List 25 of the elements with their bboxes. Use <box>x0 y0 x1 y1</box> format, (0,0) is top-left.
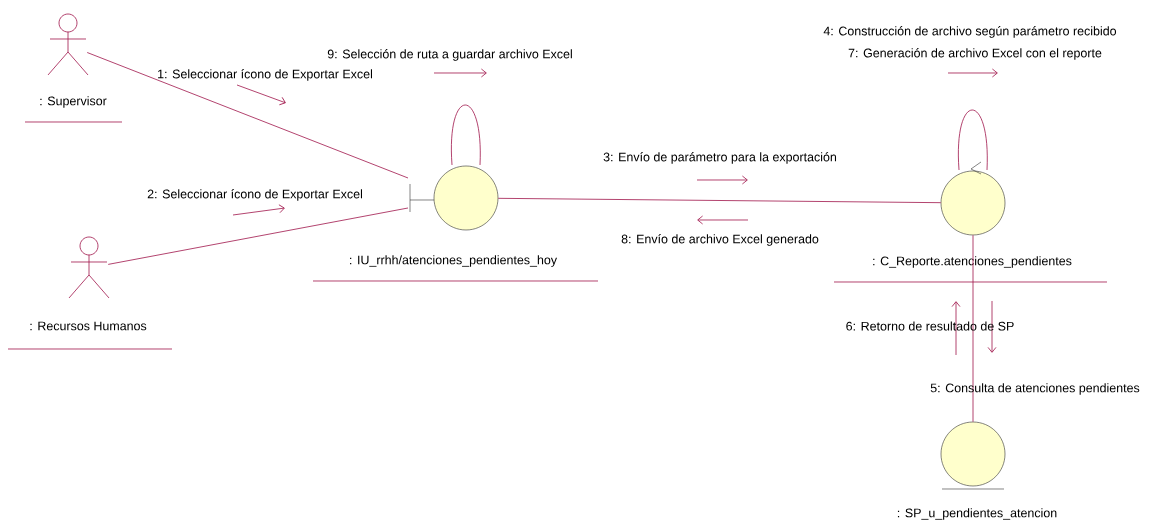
self-link <box>957 109 988 171</box>
link-line <box>972 234 974 423</box>
self-link <box>450 104 481 166</box>
message-label: 3: Envío de parámetro para la exportación <box>603 152 836 164</box>
entity-object <box>940 421 1006 490</box>
object-name: : C_Reporte.atenciones_pendientes <box>833 256 1108 283</box>
message-label: 5: Consulta de atenciones pendientes <box>930 383 1140 395</box>
object-name: : Recursos Humanos <box>7 321 173 350</box>
message-label: 7: Generación de archivo Excel con el reporte <box>848 48 1102 60</box>
message-label: 8: Envío de archivo Excel generado <box>621 234 819 246</box>
object-name: : Supervisor <box>24 96 123 123</box>
link-line <box>86 52 409 179</box>
message-label: 9: Selección de ruta a guardar archivo Excel <box>327 49 572 61</box>
message-label: 1: Seleccionar ícono de Exportar Excel <box>158 69 372 81</box>
message-label: 4: Construcción de archivo según parámetro recibido <box>823 26 1117 38</box>
message-label: 6: Retorno de resultado de SP <box>846 321 1014 331</box>
actor-figure <box>47 13 89 76</box>
link-line <box>107 207 409 265</box>
message-label: 2: Seleccionar ícono de Exportar Excel <box>147 189 362 201</box>
object-name: : IU_rrhh/atenciones_pendientes_hoy <box>312 255 599 282</box>
boundary-object <box>409 165 499 231</box>
link-line <box>497 197 942 204</box>
object-name: : SP_u_pendientes_atencion <box>897 508 1057 520</box>
actor-figure <box>68 236 110 299</box>
control-object <box>940 161 1006 236</box>
